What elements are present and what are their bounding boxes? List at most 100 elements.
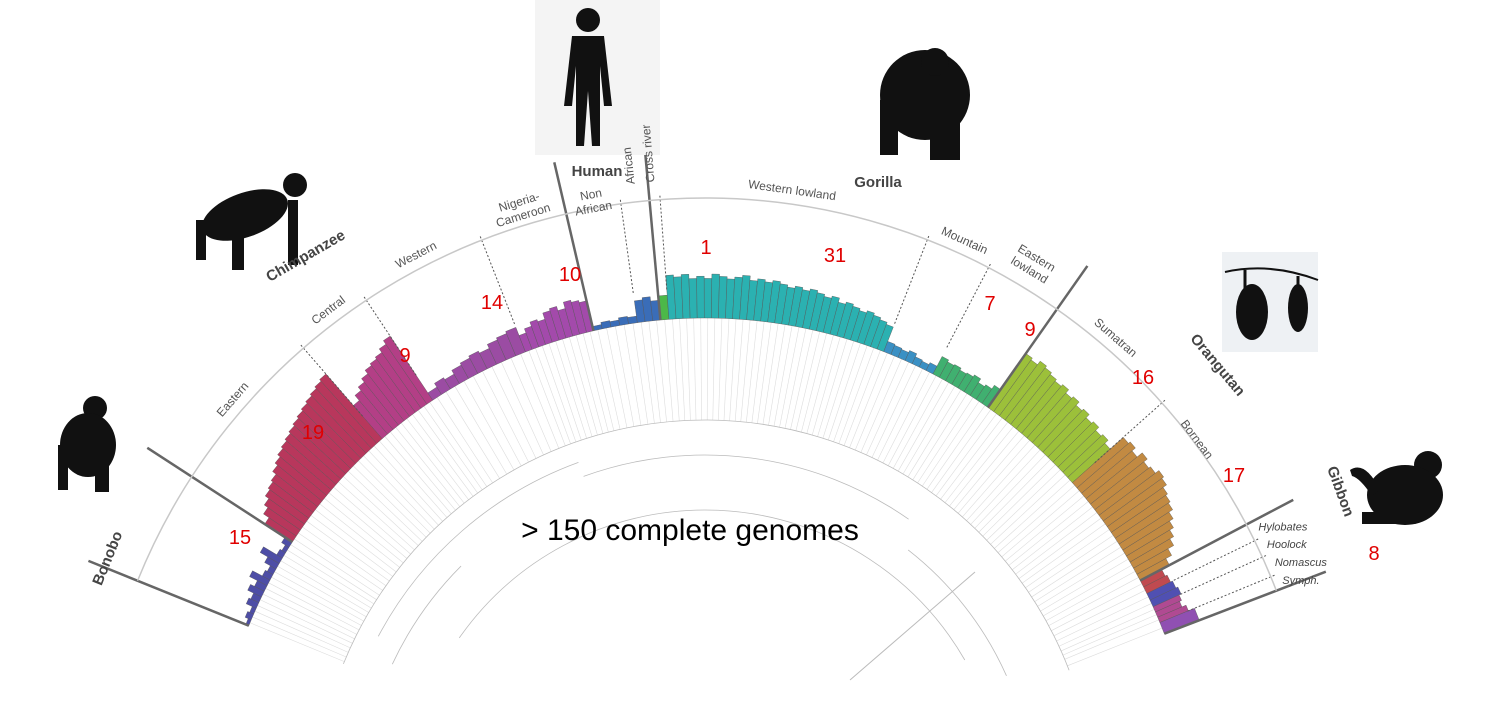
tree-leaf (686, 318, 691, 421)
genome-bar (999, 360, 1047, 421)
tree-leaf (779, 327, 800, 428)
tree-leaf (429, 401, 488, 487)
genome-bar (505, 327, 526, 357)
count-bornean: 17 (1223, 465, 1245, 487)
tree-leaf (746, 320, 758, 423)
species-divider (1163, 570, 1327, 635)
tree-leaf (1062, 614, 1157, 656)
gorilla-silhouette-icon (880, 48, 970, 160)
genome-bar (1118, 511, 1174, 551)
subgroup-label: Western (393, 238, 439, 271)
tree-leaf (463, 380, 515, 471)
tree-leaf (811, 336, 841, 436)
tree-leaf (1053, 590, 1146, 637)
genome-bar (1152, 594, 1182, 613)
tree-leaf (784, 328, 807, 429)
outer-arc (136, 197, 1278, 591)
tree-leaf (363, 455, 435, 530)
tree-leaf (944, 422, 1009, 503)
species-divider (1139, 498, 1294, 582)
genome-bar (434, 377, 451, 395)
tree-leaf (806, 334, 834, 434)
tree-leaf (384, 436, 452, 515)
species-label-gorilla: Gorilla (854, 174, 902, 191)
tree-leaf (957, 435, 1025, 514)
subgroup-label: NonAfrican (571, 184, 613, 218)
human-silhouette-icon (535, 0, 660, 155)
tree-leaf (417, 410, 478, 494)
genome-bar (788, 285, 804, 327)
tree-leaf (1034, 546, 1122, 602)
genome-bar (822, 295, 840, 335)
tree-branch (907, 549, 1007, 676)
tree-leaf (887, 375, 937, 466)
tree-leaf (1060, 609, 1155, 652)
tree-leaf (348, 470, 423, 542)
genome-bar (1052, 421, 1100, 468)
subgroup-label: Central (309, 293, 348, 327)
genome-bar (468, 350, 488, 374)
count-central: 9 (399, 345, 410, 367)
tree-leaf (597, 329, 621, 430)
tree-leaf (849, 352, 888, 448)
tree-branch (391, 565, 462, 665)
species-label-chimpanzee: Chimpanzee (263, 227, 348, 286)
tree-leaf (838, 347, 875, 444)
tree-leaf (982, 464, 1056, 537)
tree-leaf (997, 485, 1075, 553)
bonobo-silhouette-icon (58, 396, 116, 492)
genome-bar (1010, 374, 1057, 430)
genome-bar (609, 319, 620, 328)
tree-leaf (790, 329, 814, 430)
tree-leaf (569, 336, 598, 436)
tree-leaf (990, 474, 1066, 545)
genome-bar (1126, 529, 1174, 563)
tree-leaf (606, 327, 628, 428)
count-human: 10 (559, 264, 581, 286)
tree-leaf (254, 610, 349, 653)
tree-leaf (672, 319, 680, 421)
count-sumatran-boundary: 9 (1024, 319, 1035, 341)
tree-leaf (931, 409, 992, 493)
tree-leaf (368, 450, 439, 526)
genome-bar (863, 314, 882, 347)
tree-leaf (1056, 596, 1149, 642)
subgroup-label: Mountain (939, 224, 990, 257)
tree-leaf (562, 338, 593, 437)
genome-bar (665, 274, 677, 320)
tree-leaf (1051, 583, 1143, 631)
tree-leaf (260, 599, 353, 644)
genome-bar (1085, 452, 1148, 505)
tree-leaf (795, 331, 821, 431)
genome-bar (1122, 520, 1174, 557)
tree-leaf (1001, 490, 1080, 558)
genome-bar (802, 288, 819, 330)
genome-bar (319, 373, 383, 444)
tree-leaf (353, 465, 427, 538)
tree-leaf (970, 449, 1041, 525)
tree-leaf (877, 368, 923, 461)
tree-leaf (854, 355, 895, 451)
tree-leaf (1025, 529, 1110, 588)
tree-leaf (306, 520, 390, 582)
genome-bar (904, 350, 918, 364)
genome-bar (1114, 502, 1173, 545)
subgroup-label: Western lowland (747, 177, 837, 203)
tree-leaf (324, 498, 404, 564)
tree-root-branch (849, 571, 976, 681)
tree-leaf (333, 486, 411, 555)
tree-leaf (1064, 619, 1159, 660)
tree-leaf (491, 366, 537, 459)
tree-leaf (632, 323, 649, 425)
subgroup-label: African (620, 146, 638, 185)
genome-bar (641, 296, 653, 322)
tree-leaf (723, 318, 730, 421)
tree-leaf (664, 319, 674, 422)
group-dividers (87, 147, 1327, 635)
tree-leaf (729, 318, 737, 421)
tree-leaf (277, 565, 367, 618)
tree-leaf (1058, 603, 1152, 647)
tree-leaf (822, 340, 855, 439)
tree-leaf (1045, 571, 1136, 622)
tree-leaf (541, 345, 577, 443)
